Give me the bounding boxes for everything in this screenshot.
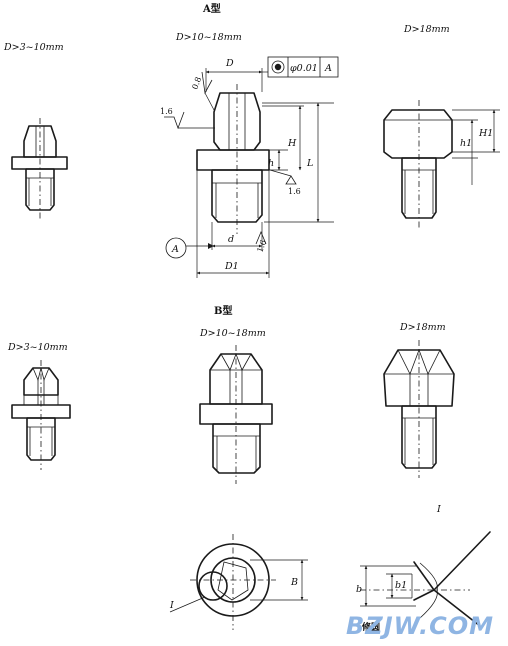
dim-D1: D1 (196, 170, 270, 278)
pin-b-small (11, 360, 71, 470)
detail-callout: I (169, 600, 174, 611)
concentricity-symbol (274, 63, 282, 71)
dim-label-b: b (356, 584, 362, 595)
range-label-a-large: D>18mm (403, 24, 450, 35)
pin-a-mid (196, 84, 270, 234)
svg-text:1.6: 1.6 (288, 187, 301, 196)
dim-label-L: L (306, 158, 313, 169)
svg-text:1.6: 1.6 (160, 107, 173, 116)
tolerance-frame: φ0.01 A (262, 56, 339, 78)
type-b-title: B型 (214, 304, 232, 317)
dim-label-h: h (268, 158, 274, 169)
range-label-a-mid: D>10~18mm (175, 32, 242, 43)
dim-D: D (205, 58, 263, 92)
dim-label-H1: H1 (478, 128, 493, 139)
dim-H1: H1 (452, 109, 500, 153)
detail-view-i: I b b1 修圆 (356, 504, 491, 633)
tolerance-datum: A (324, 63, 332, 74)
type-a-title: A型 (202, 2, 221, 15)
pin-a-large (383, 100, 453, 228)
dim-label-D: D (225, 58, 234, 69)
roughness-08: 0.8 (190, 71, 215, 111)
watermark: BZJW.COM (346, 612, 494, 640)
roughness-16-side: 1.6 (160, 107, 215, 130)
dim-label-b1: b1 (395, 580, 407, 591)
dim-label-D1: D1 (224, 261, 239, 272)
dim-L: L (262, 102, 334, 223)
dim-label-H: H (287, 138, 297, 149)
top-view: I B (169, 534, 308, 630)
range-label-b-mid: D>10~18mm (199, 328, 266, 339)
dim-H: H (262, 105, 304, 171)
dim-h: h (268, 149, 288, 171)
datum-a: A (165, 237, 214, 259)
svg-text:0.8: 0.8 (190, 76, 203, 91)
pin-b-large (383, 340, 455, 478)
detail-view-title: I (436, 504, 441, 515)
pin-b-mid (199, 345, 273, 484)
datum-a-label: A (171, 244, 179, 255)
dim-label-B: B (290, 577, 298, 588)
roughness-16-shoulder: 1.6 (269, 169, 301, 196)
range-label-a-small: D>3~10mm (3, 42, 64, 53)
dim-label-d: d (228, 234, 234, 245)
dim-h1: h1 (452, 119, 478, 185)
pin-a-small (11, 118, 68, 220)
range-label-b-large: D>18mm (399, 322, 446, 333)
dim-label-h1: h1 (460, 138, 472, 149)
dim-d: d (211, 222, 263, 250)
range-label-b-small: D>3~10mm (7, 342, 68, 353)
tolerance-value: φ0.01 (290, 63, 318, 74)
note-rounded: 修圆 (361, 621, 380, 633)
